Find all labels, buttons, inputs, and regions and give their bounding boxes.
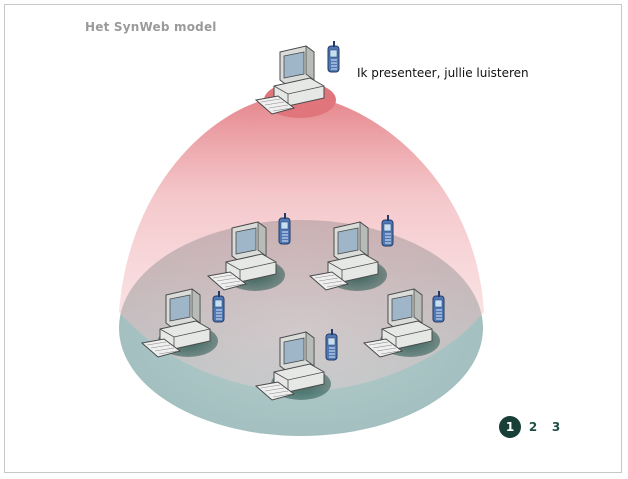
audience-node	[141, 288, 225, 358]
presenter-caption: Ik presenteer, jullie luisteren	[357, 66, 529, 80]
diagram-title: Het SynWeb model	[85, 20, 217, 34]
page-3-button[interactable]: 3	[551, 420, 561, 434]
presenter-phone-icon	[327, 40, 340, 73]
audience-node	[309, 214, 394, 291]
audience-node	[363, 288, 445, 358]
audience-node	[207, 212, 291, 291]
page-2-button[interactable]: 2	[528, 420, 538, 434]
audience-node	[255, 328, 338, 401]
slide-pager: 1 2 3	[499, 416, 568, 438]
page-1-button[interactable]: 1	[499, 416, 521, 438]
